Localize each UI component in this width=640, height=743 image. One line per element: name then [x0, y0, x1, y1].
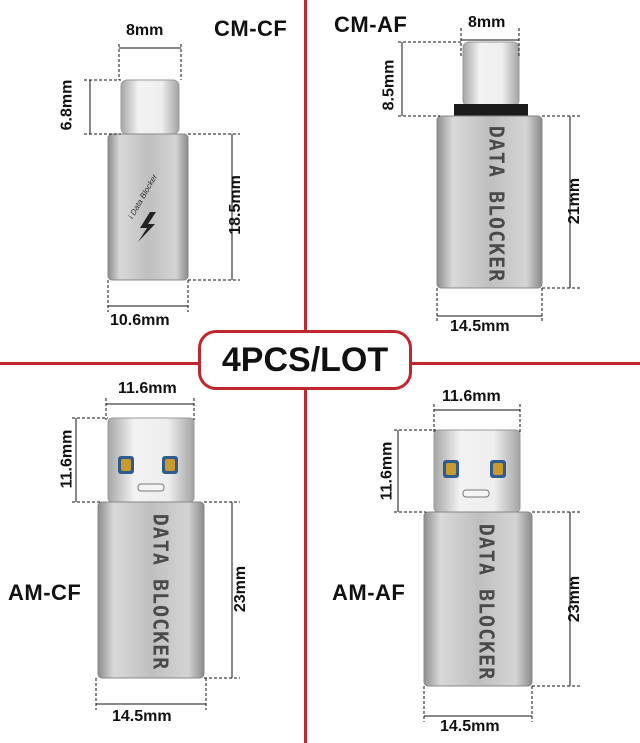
- cm-af-adapter: [436, 41, 543, 289]
- product-code-cm-af: CM-AF: [334, 12, 408, 37]
- divider-horizontal-right: [410, 362, 640, 365]
- cm-af-body-text: DATA BLOCKER: [484, 125, 509, 283]
- cm-cf-bottom-dimension: 10.6mm: [110, 312, 170, 329]
- cm-cf-top-dimension: 8mm: [126, 22, 164, 39]
- am-af-adapter: [423, 429, 533, 687]
- am-cf-top-dimension: 11.6mm: [118, 380, 177, 397]
- cm-af-right-dimension: 21mm: [566, 177, 584, 225]
- cm-af-top-dimension: 8mm: [468, 14, 506, 31]
- am-af-dimension-lines: [394, 404, 580, 722]
- quantity-badge: 4PCS/LOT: [198, 330, 412, 390]
- cm-cf-left-dimension: 6.8mm: [58, 79, 76, 131]
- divider-horizontal-left: [0, 362, 200, 365]
- product-code-am-cf: AM-CF: [8, 580, 82, 605]
- cm-cf-adapter: [107, 79, 189, 281]
- divider-vertical-top: [304, 0, 307, 332]
- product-code-cm-cf: CM-CF: [214, 16, 288, 41]
- am-af-bottom-dimension: 14.5mm: [440, 718, 500, 735]
- cm-cf-lightning-icon: [138, 212, 156, 242]
- am-cf-adapter: [97, 417, 205, 679]
- am-cf-bottom-dimension: 14.5mm: [112, 708, 172, 725]
- am-af-top-dimension: 11.6mm: [442, 388, 501, 405]
- am-af-body-text: DATA BLOCKER: [474, 523, 499, 681]
- cm-af-bottom-dimension: 14.5mm: [450, 318, 510, 335]
- am-af-left-dimension: 11.6mm: [378, 441, 396, 501]
- am-cf-body-text: DATA BLOCKER: [148, 513, 173, 671]
- am-af-right-dimension: 23mm: [566, 575, 584, 623]
- divider-vertical-bottom: [304, 390, 307, 743]
- product-code-am-af: AM-AF: [332, 580, 406, 605]
- cm-cf-dimension-lines: [84, 44, 240, 312]
- am-cf-right-dimension: 23mm: [232, 565, 250, 613]
- am-cf-dimension-lines: [72, 398, 240, 710]
- am-cf-left-dimension: 11.6mm: [58, 429, 76, 489]
- cm-cf-right-dimension: 18.5mm: [226, 175, 244, 235]
- cm-af-dimension-lines: [398, 28, 582, 322]
- cm-af-left-dimension: 8.5mm: [380, 59, 398, 111]
